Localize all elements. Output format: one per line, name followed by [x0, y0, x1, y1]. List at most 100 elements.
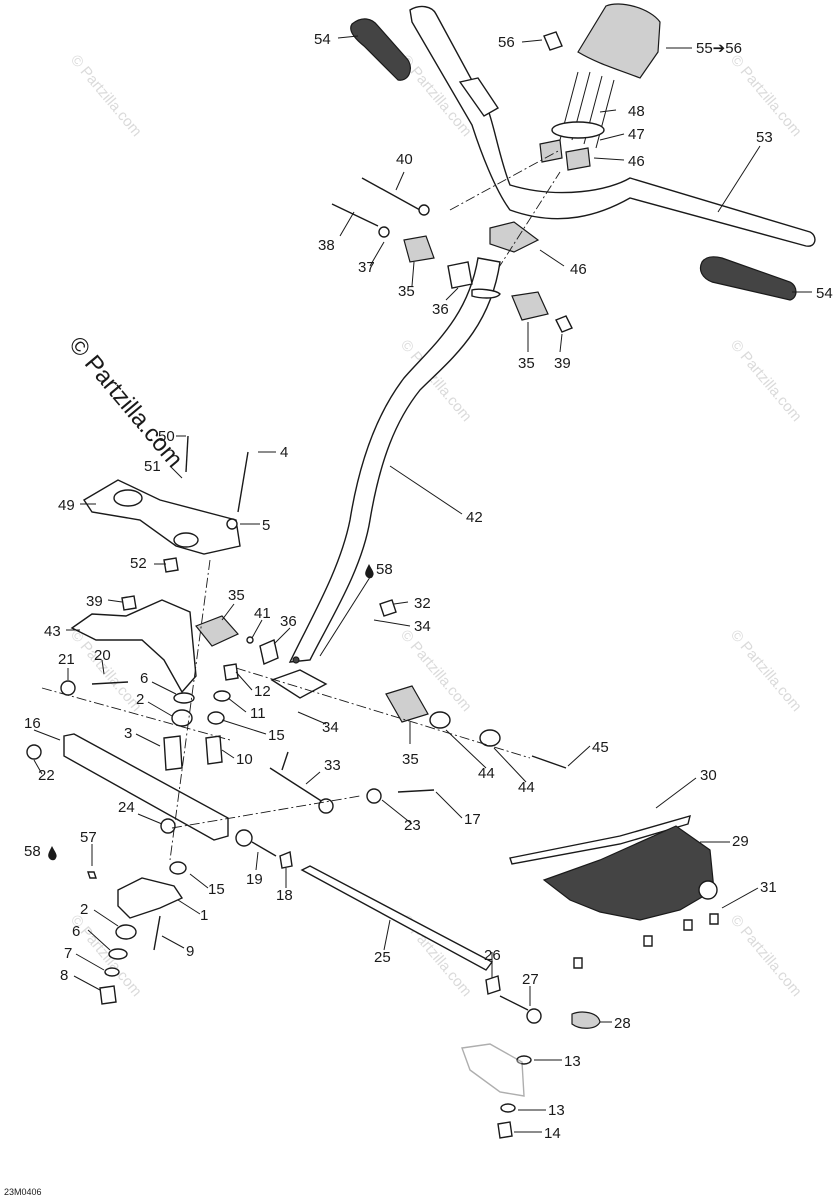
column-ring: [471, 288, 501, 299]
washer-21: [60, 680, 76, 696]
clamp-block-lower: [489, 221, 540, 253]
callout-3: 3: [124, 725, 132, 742]
steering-arm-16: [63, 733, 229, 841]
callout-36: 36: [432, 301, 449, 318]
diagram-code: 23M0406: [4, 1187, 42, 1197]
callout-12: 12: [254, 683, 271, 700]
callout-8: 8: [60, 967, 68, 984]
callout-28: 28: [614, 1015, 631, 1032]
spacer-36: [447, 261, 473, 289]
bushing-35: [403, 235, 435, 263]
callout-5: 5: [262, 517, 270, 534]
column-clamp-hardware: [331, 177, 573, 333]
callout-56: 56: [498, 34, 515, 51]
drop-icon: [48, 846, 57, 861]
handlebar-bracket: [458, 77, 499, 117]
rod-19-shaft: [251, 841, 277, 857]
bushing-15: [169, 861, 187, 875]
washer-6: [108, 948, 128, 960]
boot-28: [571, 1011, 601, 1029]
callout-18: 18: [276, 887, 293, 904]
callout-44: 44: [478, 765, 495, 782]
callout-51: 51: [144, 458, 161, 475]
callout-39: 39: [554, 355, 571, 372]
centerline: [41, 687, 231, 741]
steering-arm: [26, 733, 229, 841]
bushing-44: [429, 711, 451, 729]
callout-55: 55➔56: [696, 40, 742, 57]
callout-54: 54: [314, 31, 331, 48]
steering-column-tube: [288, 257, 501, 663]
callout-41: 41: [254, 605, 271, 622]
washer: [418, 204, 430, 216]
bolt-4: [237, 451, 249, 513]
washer-37: [378, 226, 390, 238]
callout-35b: 35: [518, 355, 535, 372]
left-grip: [350, 18, 411, 81]
rod-end: [318, 798, 334, 814]
rivet-31: [683, 919, 693, 931]
ski-leg: [461, 1043, 525, 1097]
nut-39: [121, 595, 137, 611]
bushing-35: [385, 685, 429, 723]
tie-rod-33: [269, 767, 327, 805]
bushing-35: [511, 291, 549, 321]
lower-pivot: [87, 861, 187, 1005]
callout-20: 20: [94, 647, 111, 664]
callout-35: 35: [398, 283, 415, 300]
upper-support: [83, 435, 249, 573]
bolt-17: [397, 789, 435, 793]
bushing-2: [115, 924, 137, 940]
rivet-31: [643, 935, 653, 947]
callout-23: 23: [404, 817, 421, 834]
nut-24: [160, 818, 176, 834]
steering-column: [270, 257, 501, 699]
column-lower-clamp: [41, 559, 567, 861]
nut-18: [279, 851, 293, 869]
callout-2: 2: [136, 691, 144, 708]
bolt-38: [331, 203, 379, 227]
bushing-35: [195, 615, 239, 647]
callout-27: 27: [522, 971, 539, 988]
nut-26: [485, 975, 501, 995]
centerline: [169, 559, 211, 861]
bolt-40: [361, 177, 421, 211]
callout-24: 24: [118, 799, 135, 816]
callout-29: 29: [732, 833, 749, 850]
callout-42: 42: [466, 509, 483, 526]
callout-50: 50: [158, 428, 175, 445]
watermark: © Partzilla.com: [727, 52, 805, 140]
callout-36b: 36: [280, 613, 297, 630]
callout-13: 13: [564, 1053, 581, 1070]
nut-22: [26, 744, 42, 760]
pin-41: [246, 636, 254, 644]
column-hole: [292, 656, 300, 664]
nut-12: [223, 663, 239, 681]
rivet-31: [709, 913, 719, 925]
callout-34b: 34: [322, 719, 339, 736]
callout-13b: 13: [548, 1102, 565, 1119]
watermark: © Partzilla.com: [727, 337, 805, 425]
callout-30: 30: [700, 767, 717, 784]
spacer-36: [259, 639, 279, 665]
tie-rod-25: [300, 865, 494, 971]
callout-1: 1: [200, 907, 208, 924]
bolt-20: [91, 681, 129, 685]
nut-32: [379, 599, 397, 617]
callout-6b: 6: [72, 923, 80, 940]
washer-plate: [551, 121, 605, 139]
pivot-arm-1: [117, 877, 184, 919]
bushing-11: [213, 690, 231, 702]
callout-4: 4: [280, 444, 288, 461]
callout-57: 57: [80, 829, 97, 846]
callout-35c: 35: [228, 587, 245, 604]
callout-10: 10: [236, 751, 253, 768]
column-boot: [509, 814, 719, 969]
support-plate-49: [83, 479, 241, 555]
callout-31: 31: [760, 879, 777, 896]
callout-19: 19: [246, 871, 263, 888]
support-bracket-43: [70, 599, 197, 694]
leader-lines: [33, 35, 812, 1133]
watermark: © Partzilla.com: [727, 627, 805, 715]
centerline: [449, 149, 561, 211]
